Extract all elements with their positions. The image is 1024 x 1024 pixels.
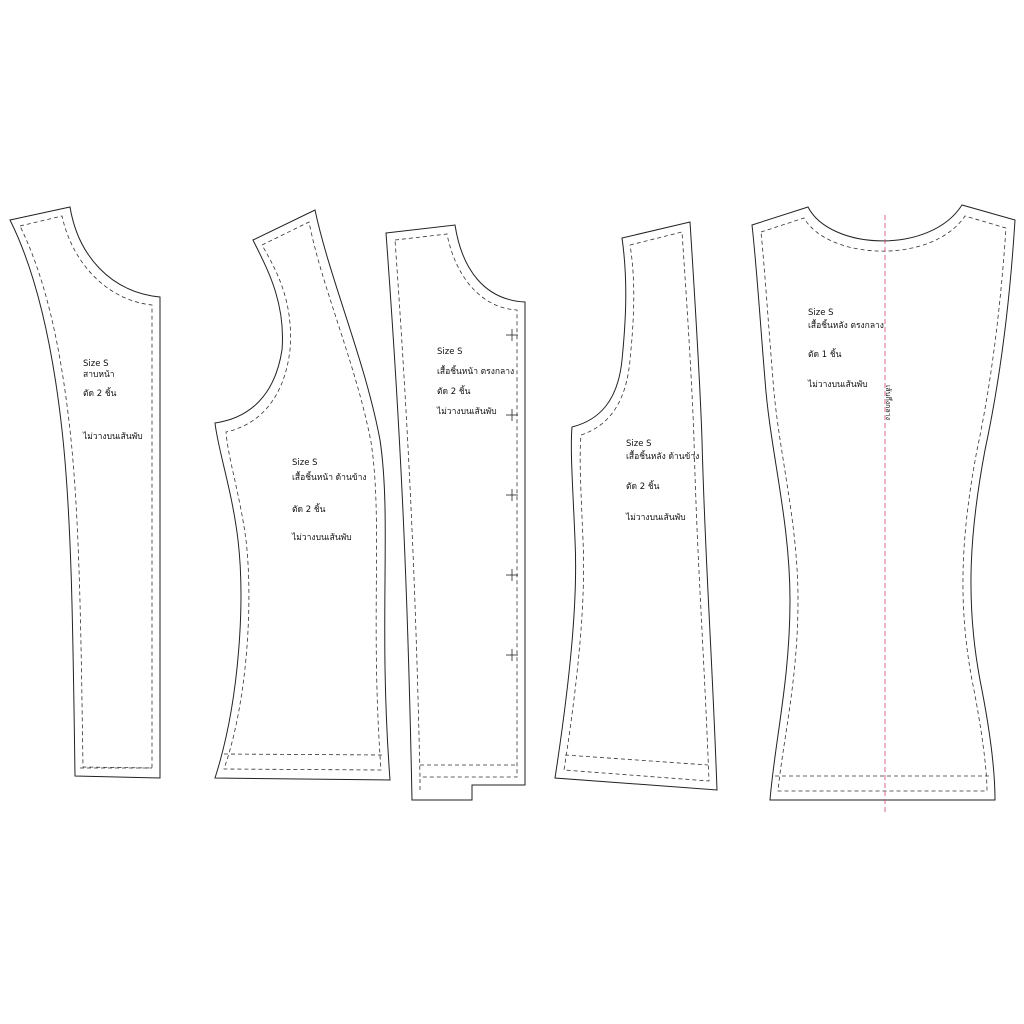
piece-size: Size S: [437, 347, 463, 357]
piece-size: Size S: [292, 458, 318, 468]
piece-name: เสื้อชิ้นหลัง ด้านข้าง: [626, 450, 699, 462]
pattern-piece-back-side: Size S เสื้อชิ้นหลัง ด้านข้าง ตัด 2 ชิ้น…: [554, 221, 718, 791]
piece-outline: [385, 224, 526, 801]
piece-size: Size S: [626, 439, 652, 449]
piece-cut: ตัด 2 ชิ้น: [83, 387, 117, 399]
button-mark: [506, 649, 518, 661]
seam-allowance-line: [563, 231, 710, 782]
pattern-piece-back-center: เส้นกึ่งกลาง Size S เสื้อชิ้นหลัง ตรงกลา…: [751, 204, 1016, 815]
button-placement-marks: [506, 329, 518, 661]
piece-outline: [751, 204, 1016, 801]
hem-line: [564, 754, 709, 766]
piece-note: ไม่วางบนเส้นพับ: [291, 532, 352, 543]
button-mark: [506, 489, 518, 501]
piece-name: เสื้อชิ้นหลัง ตรงกลาง: [808, 319, 884, 331]
button-mark: [506, 409, 518, 421]
piece-outline: [554, 221, 718, 791]
piece-name: เสื้อชิ้นหน้า ตรงกลาง: [437, 365, 514, 377]
button-mark: [506, 329, 518, 341]
piece-note: ไม่วางบนเส้นพับ: [625, 512, 686, 523]
pattern-piece-front-side: Size S เสื้อชิ้นหน้า ด้านข้าง ตัด 2 ชิ้น…: [214, 209, 391, 781]
piece-cut: ตัด 1 ชิ้น: [808, 348, 842, 360]
seam-allowance-line: [394, 233, 518, 778]
piece-outline: [214, 209, 391, 781]
piece-outline: [9, 206, 161, 779]
pattern-piece-front-center: Size S เสื้อชิ้นหน้า ตรงกลาง ตัด 2 ชิ้น …: [385, 224, 526, 801]
center-line-label: เส้นกึ่งกลาง: [884, 385, 893, 420]
button-mark: [506, 569, 518, 581]
piece-note: ไม่วางบนเส้นพับ: [82, 431, 143, 442]
piece-size: Size S: [83, 359, 109, 369]
piece-name: สาบหน้า: [83, 369, 115, 380]
piece-cut: ตัด 2 ชิ้น: [626, 480, 660, 492]
piece-name: เสื้อชิ้นหน้า ด้านข้าง: [292, 471, 367, 483]
seam-allowance-line: [19, 215, 153, 769]
piece-note: ไม่วางบนเส้นพับ: [436, 406, 497, 417]
piece-cut: ตัด 2 ชิ้น: [292, 503, 326, 515]
piece-cut: ตัด 2 ชิ้น: [437, 385, 471, 397]
piece-note: ไม่วางบนเส้นพับ: [807, 379, 868, 390]
piece-size: Size S: [808, 308, 834, 318]
hem-line: [223, 753, 384, 756]
seam-allowance-line: [223, 221, 382, 771]
pattern-piece-front-placket: Size S สาบหน้า ตัด 2 ชิ้น ไม่วางบนเส้นพั…: [9, 206, 161, 779]
seam-allowance-line: [760, 215, 1007, 792]
